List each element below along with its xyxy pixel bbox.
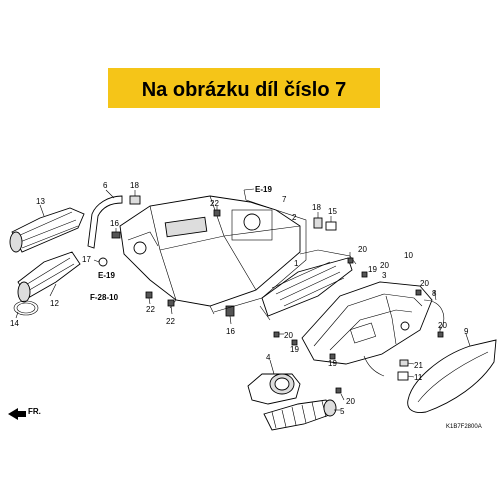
screw-part-20-bottom	[335, 387, 345, 401]
banner-title: Na obrázku díl číslo 7	[142, 79, 347, 101]
callout-9: 9	[464, 327, 469, 336]
screw-part-22-center	[167, 299, 175, 315]
screw-part-20-middle	[273, 331, 284, 338]
callout-15: 15	[328, 207, 337, 216]
plug-part-11	[397, 371, 415, 381]
front-direction-indicator: FR.	[8, 407, 41, 420]
callout-19-lower-left: 19	[290, 345, 299, 354]
callout-14: 14	[10, 319, 19, 328]
breather-hose-part-6	[87, 189, 123, 249]
clip-part-21	[399, 359, 415, 367]
corrugated-duct-part-5	[263, 399, 340, 431]
callout-22-center: 22	[166, 317, 175, 326]
callout-8: 8	[432, 289, 437, 298]
screw-part-22-left	[145, 291, 153, 305]
air-cleaner-case	[119, 195, 301, 315]
screw-part-19-lower-left	[291, 339, 298, 346]
connecting-tube-part-4	[247, 359, 301, 405]
callout-20-right-top: 20	[380, 261, 389, 270]
callout-20-middle: 20	[284, 331, 293, 340]
callout-18-left: 18	[130, 181, 139, 190]
reference-labels: E-19 E-19 F-28-10	[90, 185, 272, 302]
screw-part-20-right	[415, 289, 422, 296]
callout-19-lower-right: 19	[328, 359, 337, 368]
callout-11: 11	[414, 373, 423, 382]
seal-part-8	[423, 289, 445, 331]
intake-duct-part-12	[17, 251, 81, 303]
callout-20-bottom: 20	[346, 397, 355, 406]
callout-3: 3	[382, 271, 387, 280]
callout-21: 21	[414, 361, 423, 370]
screw-part-20-far-right	[437, 326, 444, 338]
callout-20-far-right: 20	[438, 321, 447, 330]
reference-e19-left: E-19	[98, 271, 115, 280]
callout-4: 4	[266, 353, 271, 362]
callout-labels: 13 6 18 16 17 12 14 22 22 22 7 2 18 15 1…	[10, 181, 469, 416]
callout-1: 1	[294, 259, 299, 268]
callout-16-left: 16	[110, 219, 119, 228]
screw-part-19-lower-right	[329, 353, 336, 360]
callout-7: 7	[282, 195, 287, 204]
callout-13: 13	[36, 197, 45, 206]
clamp-part-17	[93, 257, 108, 267]
screw-part-19-upper	[361, 271, 368, 278]
callout-12: 12	[50, 299, 59, 308]
clip-part-18-right	[313, 212, 323, 229]
callout-22-top: 22	[210, 199, 219, 208]
seal-part-2	[213, 199, 307, 313]
reference-f28-10: F-28-10	[90, 293, 119, 302]
callout-22-left: 22	[146, 305, 155, 314]
clamp-part-15	[325, 216, 337, 231]
diagram-code: K1B7F2800A	[446, 424, 482, 430]
callout-18-right: 18	[312, 203, 321, 212]
callout-17: 17	[82, 255, 91, 264]
callout-6: 6	[103, 181, 108, 190]
callout-10: 10	[404, 251, 413, 260]
screw-part-22-top	[213, 206, 221, 217]
callout-16-center: 16	[226, 327, 235, 336]
screw-part-20-upper	[347, 252, 354, 264]
outer-cover-shield	[407, 333, 497, 413]
intake-duct-part-13	[9, 204, 85, 253]
front-arrow-icon	[8, 408, 26, 420]
reference-e19-top: E-19	[255, 185, 272, 194]
hose-band-part-14	[13, 300, 39, 319]
air-cleaner-cover-part-3	[301, 281, 433, 365]
bolt-part-16-left	[111, 228, 121, 239]
callout-5: 5	[340, 407, 345, 416]
callout-19-upper: 19	[368, 265, 377, 274]
bolt-part-16-center	[225, 305, 235, 325]
callout-20-upper: 20	[358, 245, 367, 254]
callout-20-right: 20	[420, 279, 429, 288]
clip-part-18-left	[129, 190, 141, 205]
banner-background	[108, 68, 380, 108]
callout-2: 2	[292, 213, 297, 222]
drain-tube-part-9	[363, 355, 385, 377]
front-direction-label: FR.	[28, 407, 41, 416]
